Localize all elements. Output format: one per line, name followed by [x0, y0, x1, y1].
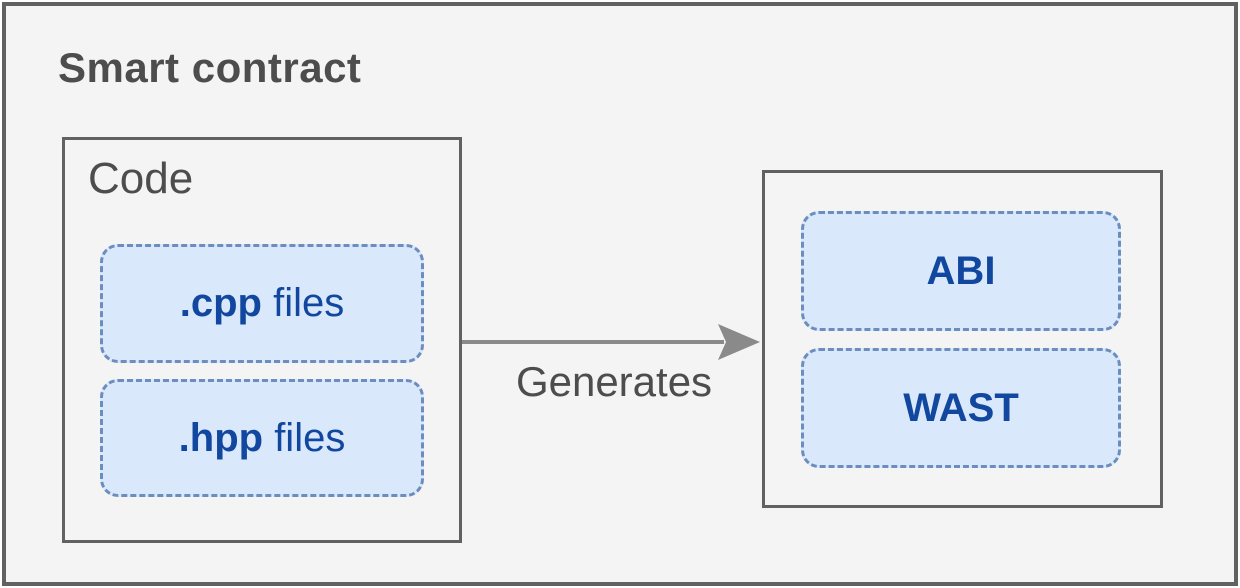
code-group-box: Code: [62, 137, 462, 543]
abi-node: ABI: [801, 211, 1121, 331]
generates-label: Generates: [515, 358, 713, 405]
generates-arrow-icon: [462, 324, 760, 360]
hpp-files-node: .hpp files: [100, 379, 424, 497]
smart-contract-title: Smart contract: [58, 44, 362, 91]
wast-node: WAST: [801, 348, 1121, 468]
hpp-files-suffix: files: [263, 415, 346, 460]
code-group-label: Code: [88, 154, 194, 203]
output-group-box: [762, 170, 1163, 508]
cpp-files-extension: .cpp: [179, 281, 262, 325]
hpp-files-extension: .hpp: [178, 415, 264, 460]
cpp-files-node: .cpp files: [100, 244, 424, 363]
cpp-files-suffix: files: [261, 281, 345, 325]
